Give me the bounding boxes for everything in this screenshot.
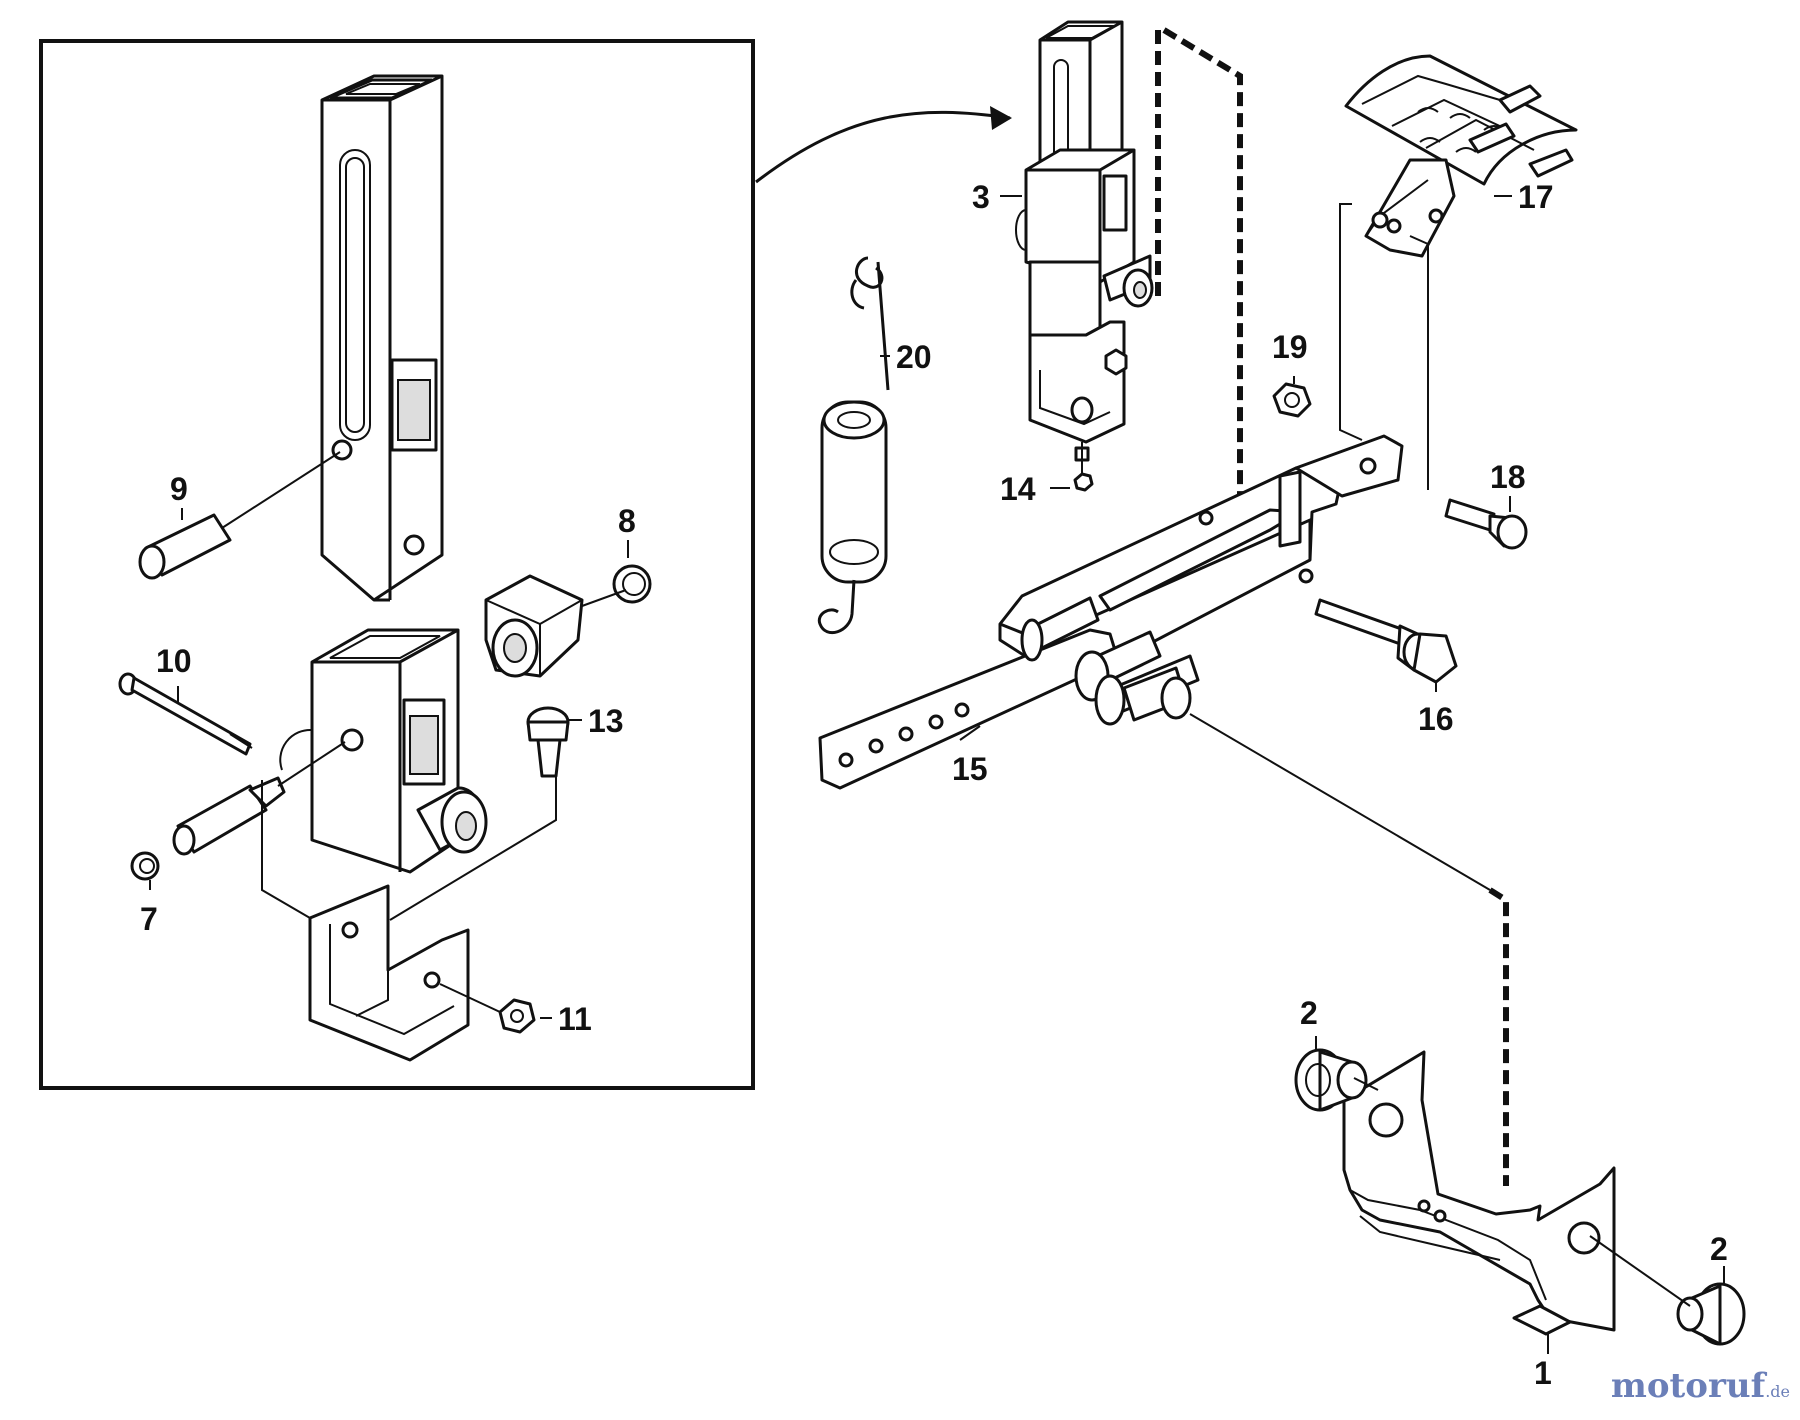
- callout-19: 19: [1272, 329, 1308, 365]
- callout-2-right: 2: [1710, 1231, 1728, 1267]
- bolt-13: [389, 706, 570, 921]
- collar: [279, 628, 488, 874]
- bracket-1: [1342, 1050, 1616, 1354]
- callout-13: 13: [588, 703, 624, 739]
- inset-arrow: [755, 110, 1011, 184]
- column-3: [1015, 20, 1154, 444]
- dash-upper: [1162, 27, 1243, 530]
- bolt-18: [1444, 498, 1528, 550]
- callout-7: 7: [140, 901, 158, 937]
- callout-11: 11: [558, 1001, 592, 1037]
- callout-3: 3: [972, 179, 990, 215]
- callout-16: 16: [1418, 701, 1454, 737]
- shaft-leader: [1189, 713, 1491, 891]
- nut-11: [439, 983, 536, 1034]
- bolt-16: [1314, 598, 1458, 684]
- spring-20: [817, 256, 890, 635]
- callout-10: 10: [156, 643, 192, 679]
- inset-frame: [39, 39, 755, 1090]
- u-bracket: [261, 780, 470, 1062]
- bolt-10: [118, 672, 253, 756]
- callout-8: 8: [618, 503, 636, 539]
- callout-1: 1: [1534, 1355, 1552, 1391]
- bushing-2-left: [1294, 1048, 1379, 1112]
- callout-20: 20: [896, 339, 932, 375]
- dash-lower: [1488, 887, 1509, 1186]
- callout-2-left: 2: [1300, 995, 1318, 1031]
- pedal-arm-15: [818, 434, 1404, 790]
- nut-19: [1272, 382, 1312, 418]
- callout-14: 14: [1000, 471, 1036, 507]
- bushing-2-right: [1589, 1235, 1746, 1346]
- pin-7: [130, 741, 346, 881]
- callout-18: 18: [1490, 459, 1526, 495]
- leader-15: [959, 725, 981, 741]
- tall-tube: [320, 74, 444, 602]
- wedge-block: [484, 574, 584, 678]
- pedal-17: [1339, 54, 1578, 490]
- nut-14: [1073, 442, 1094, 492]
- watermark-main: motoruf: [1610, 1366, 1766, 1406]
- callout-15: 15: [952, 751, 988, 787]
- callout-17: 17: [1518, 179, 1554, 215]
- watermark-logo: motoruf.de: [1611, 1366, 1790, 1406]
- pin-9: [138, 451, 341, 580]
- watermark-sub: .de: [1765, 1382, 1790, 1401]
- callout-9: 9: [170, 471, 188, 507]
- inset-arrow-head: [990, 106, 1012, 130]
